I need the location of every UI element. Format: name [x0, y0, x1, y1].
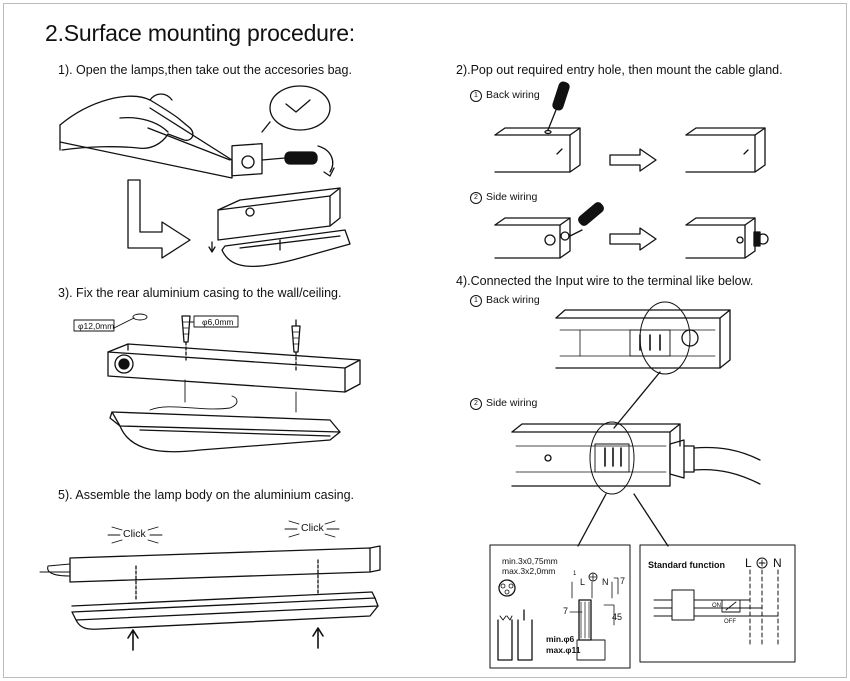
hole-diameter-large: φ12,0mm [78, 321, 115, 331]
step-5-illustration [39, 520, 381, 651]
step-5-text: 5). Assemble the lamp body on the alumin… [58, 488, 354, 502]
step-2-illustration [494, 81, 769, 259]
strip-length-top: 7 [620, 576, 626, 586]
step-1-illustration [59, 85, 351, 268]
standard-function-n: N [773, 556, 782, 570]
click-label-right: Click [301, 522, 324, 534]
step-4-illustration: 1 [489, 301, 796, 669]
hole-diameter-small: φ6,0mm [202, 317, 234, 327]
step-4-text: 4).Connected the Input wire to the termi… [456, 274, 754, 288]
step-3-illustration [73, 313, 361, 453]
terminal-n-label: N [602, 577, 609, 587]
wire-min-spec: min.3x0,75mm [502, 556, 558, 566]
svg-text:1: 1 [573, 571, 577, 577]
page-title: 2.Surface mounting procedure: [45, 20, 356, 46]
click-label-left: Click [123, 528, 146, 540]
standard-function-label: Standard function [648, 560, 725, 570]
switch-off-label: OFF [724, 619, 736, 625]
strip-length-45: 45 [612, 612, 623, 622]
page-frame [3, 3, 847, 678]
step-3-text: 3). Fix the rear aluminium casing to the… [58, 286, 342, 300]
standard-function-l: L [745, 556, 752, 570]
terminal-l-label: L [580, 577, 586, 587]
gland-max-diameter: max.φ11 [546, 645, 581, 655]
step-2-text: 2).Pop out required entry hole, then mou… [456, 63, 783, 77]
switch-on-label: ON [712, 603, 721, 609]
wire-max-spec: max.3x2,0mm [502, 566, 556, 576]
step-1-text: 1). Open the lamps,then take out the acc… [58, 63, 352, 77]
gland-min-diameter: min.φ6 [546, 634, 575, 644]
strip-length-left: 7 [563, 606, 569, 616]
